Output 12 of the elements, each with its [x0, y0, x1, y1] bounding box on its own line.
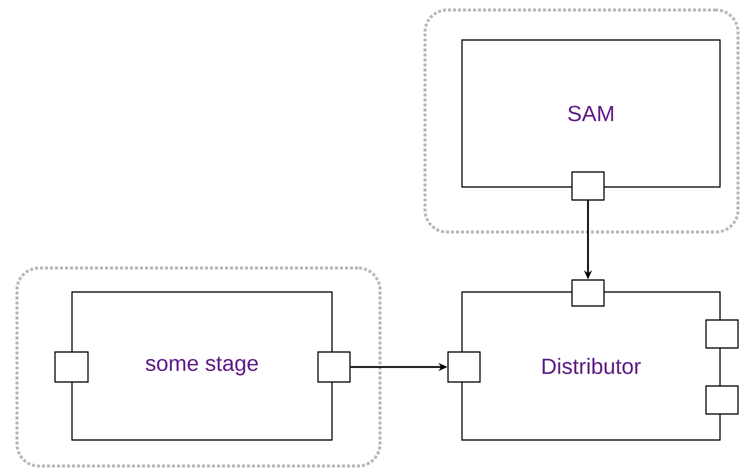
component-box: some stage	[71, 291, 333, 441]
port-box	[705, 319, 739, 349]
dotted-group-outline	[424, 8, 740, 234]
port-box	[54, 351, 89, 383]
port-box	[317, 351, 351, 383]
port-box	[571, 279, 605, 307]
port-box	[705, 385, 739, 415]
port-box	[447, 351, 481, 383]
port-box	[571, 171, 605, 201]
dotted-group-outline	[16, 266, 382, 468]
component-box: Distributor	[461, 291, 721, 441]
component-box: SAM	[461, 39, 721, 188]
